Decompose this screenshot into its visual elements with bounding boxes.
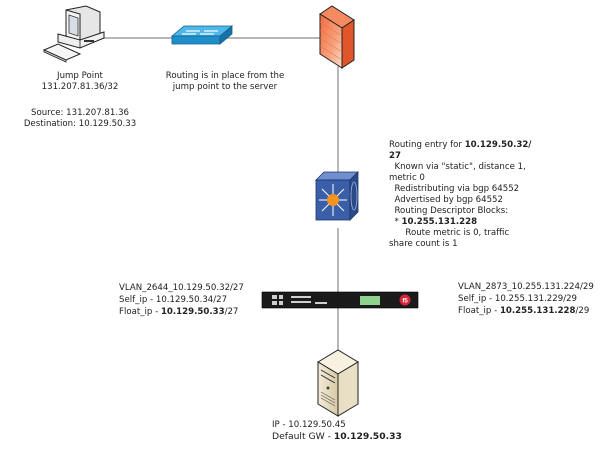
server-ip: IP - 10.129.50.45 <box>272 420 346 430</box>
vlan-right-name: VLAN_2873_10.255.131.224/29 <box>458 282 594 292</box>
vlan-right-info: VLAN_2873_10.255.131.224/29 Self_ip - 10… <box>458 281 594 317</box>
vlan-left-float-ip: Float_ip - 10.129.50.33/27 <box>119 307 239 317</box>
source-line: Source: 131.207.81.36 <box>30 108 130 118</box>
jump-point-label: Jump Point 131.207.81.36/32 <box>20 71 140 93</box>
jump-point-name: Jump Point <box>57 71 103 81</box>
server-info: IP - 10.129.50.45 Default GW - 10.129.50… <box>272 419 402 443</box>
vlan-right-float-ip: Float_ip - 10.255.131.228/29 <box>458 306 590 316</box>
vlan-left-name: VLAN_2644_10.129.50.32/27 <box>119 283 244 293</box>
vlan-left-self-ip: Self_ip - 10.129.50.34/27 <box>119 295 228 305</box>
routing-entry: Routing entry for 10.129.50.32/27 Known … <box>389 140 532 249</box>
vlan-left-info: VLAN_2644_10.129.50.32/27 Self_ip - 10.1… <box>119 282 244 318</box>
source-destination-label: Source: 131.207.81.36 Destination: 10.12… <box>10 108 150 130</box>
vlan-right-self-ip: Self_ip - 10.255.131.229/29 <box>458 294 578 304</box>
server-default-gw: Default GW - 10.129.50.33 <box>272 431 402 442</box>
svg-text:f5: f5 <box>402 299 408 305</box>
destination-line: Destination: 10.129.50.33 <box>23 119 137 129</box>
routing-note: Routing is in place from the jump point … <box>165 71 285 92</box>
jump-point-subnet: 131.207.81.36/32 <box>41 82 119 92</box>
